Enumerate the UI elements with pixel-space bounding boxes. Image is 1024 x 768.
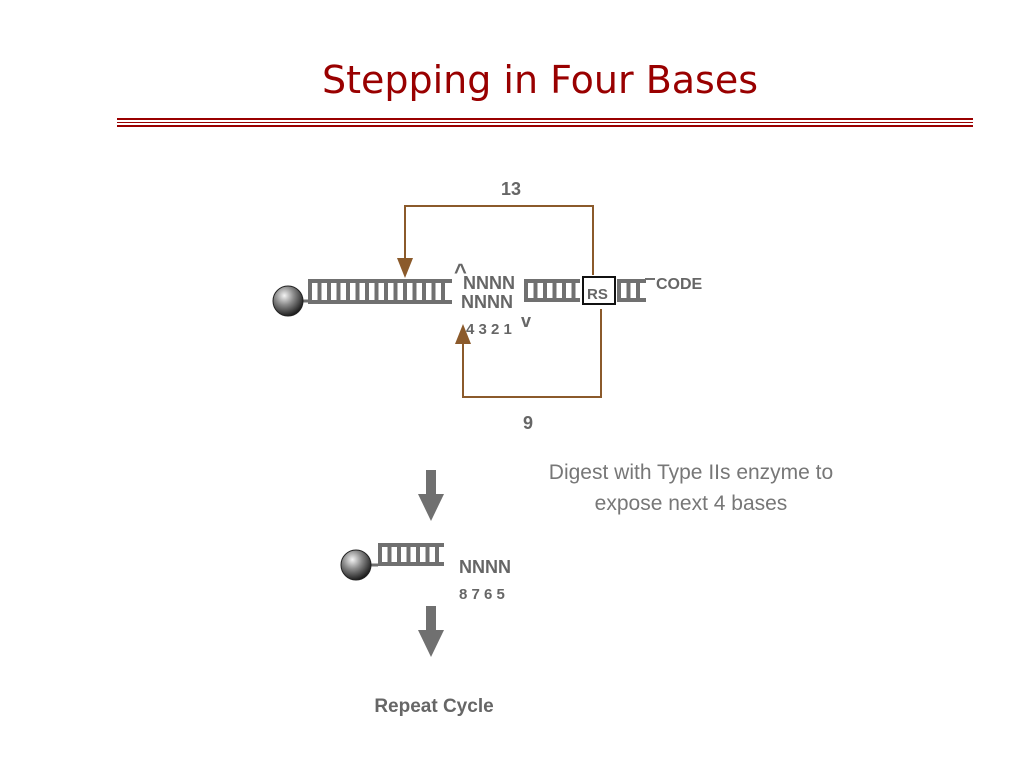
recognition-site-box: [582, 276, 616, 305]
digest-description: Digest with Type IIs enzyme to expose ne…: [508, 457, 874, 519]
base-positions-1-4: 4 3 2 1: [466, 321, 512, 338]
down-arrow-2: [418, 606, 444, 657]
bead-2: [340, 549, 378, 581]
caret-down: v: [521, 311, 531, 331]
dna-duplex-tail: [617, 279, 646, 302]
digest-description-line-1: Digest with Type IIs enzyme to: [548, 461, 834, 484]
dna-duplex-mid: [524, 279, 580, 302]
title-rule-top: [117, 118, 973, 120]
repeat-cycle-label: Repeat Cycle: [374, 696, 494, 717]
recognition-site-label: RS: [587, 286, 608, 303]
page-title: Stepping in Four Bases: [321, 58, 759, 102]
cut-arrow-bottom: [455, 309, 602, 398]
next-strand-bases: NNNN: [459, 557, 511, 577]
title-rule-middle: [117, 122, 973, 123]
bead-1: [272, 285, 310, 317]
bottom-strand-bases: NNNN: [461, 292, 513, 312]
caret-up: ^: [454, 259, 467, 284]
base-positions-5-8: 8 7 6 5: [459, 586, 505, 603]
code-label: CODE: [656, 276, 703, 293]
cut-arrow-top: [397, 205, 594, 278]
title-rule-bottom: [117, 125, 973, 127]
dna-duplex-adaptor: [308, 279, 452, 304]
dna-duplex-short: [378, 543, 444, 566]
digest-description-line-2: expose next 4 bases: [594, 492, 788, 515]
down-arrow-1: [418, 470, 444, 521]
top-distance-label: 13: [501, 179, 521, 199]
bottom-distance-label: 9: [523, 413, 533, 433]
top-strand-bases: NNNN: [463, 273, 515, 293]
